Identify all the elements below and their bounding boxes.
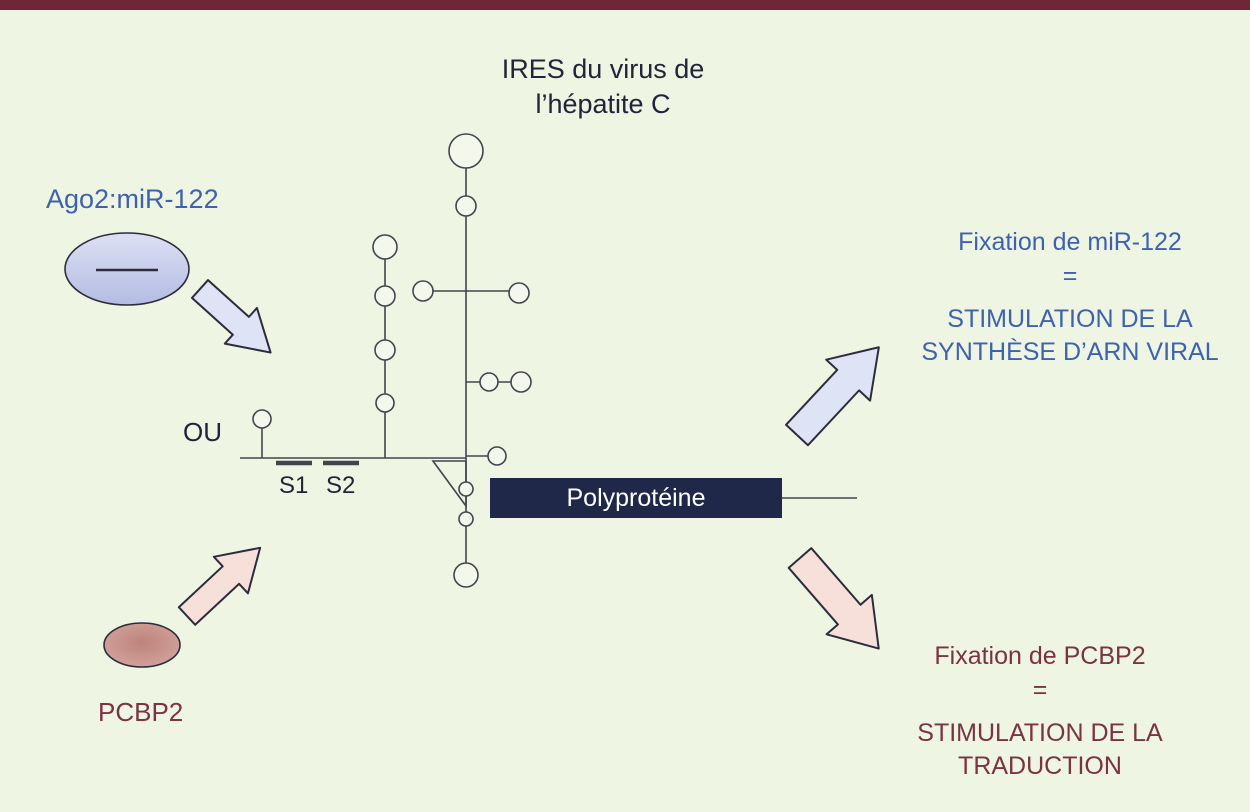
figure-title: IRES du virus de l’hépatite C xyxy=(502,52,705,122)
mir122-effect-equals: = xyxy=(1062,262,1078,290)
pcbp2-effect-line-2: STIMULATION DE LA xyxy=(917,719,1163,747)
pcbp2-effect-equals: = xyxy=(1032,676,1048,704)
pcbp2-effect-line-1: Fixation de PCBP2 xyxy=(934,642,1146,670)
pcbp2-label: PCBP2 xyxy=(98,697,184,727)
mir122-effect-line-2: STIMULATION DE LA xyxy=(947,305,1193,333)
ago2-mir122-label: Ago2:miR-122 xyxy=(46,184,219,214)
arrow-to-pcbp2-effect xyxy=(787,547,880,650)
pcbp2-effect-text: Fixation de PCBP2 = STIMULATION DE LA TR… xyxy=(917,640,1162,783)
ago2-mir122-complex xyxy=(64,232,190,306)
site2-label: S2 xyxy=(326,472,356,499)
site1-label: S1 xyxy=(279,472,309,499)
polyprotein-label: Polyprotéine xyxy=(566,483,706,512)
hcv-ires-structure xyxy=(240,133,532,588)
arrow-pcbp2-to-ires xyxy=(177,546,262,626)
mir122-effect-line-3: SYNTHÈSE D’ARN VIRAL xyxy=(921,338,1219,366)
title-line-2: l’hépatite C xyxy=(535,89,671,119)
ou-label: OU xyxy=(183,417,222,447)
mir122-effect-line-1: Fixation de miR-122 xyxy=(958,228,1182,256)
polyprotein-box: Polyprotéine xyxy=(490,478,782,518)
arrow-ago2-to-ires xyxy=(190,279,272,354)
mir122-effect-text: Fixation de miR-122 = STIMULATION DE LA … xyxy=(921,226,1218,369)
pcbp2-protein xyxy=(103,622,181,668)
title-line-1: IRES du virus de xyxy=(501,54,705,84)
arrow-to-mir122-effect xyxy=(785,346,880,447)
top-border-bar xyxy=(0,0,1250,10)
pcbp2-effect-line-3: TRADUCTION xyxy=(958,752,1122,780)
